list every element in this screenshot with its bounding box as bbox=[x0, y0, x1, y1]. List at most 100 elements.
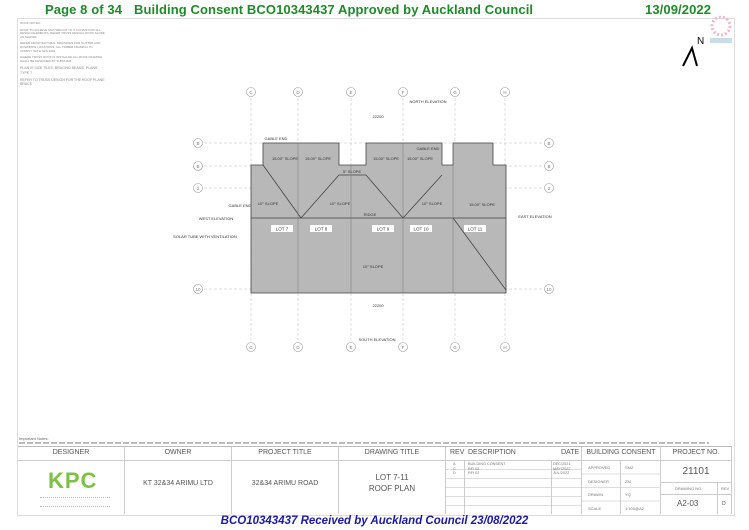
grid-bubbles bbox=[193, 87, 554, 352]
slope-label: 15.00° SLOPE bbox=[373, 156, 399, 161]
solar-tube-label: SOLAR TUBE WITH VENTILATION bbox=[173, 234, 237, 239]
drawing-no-label: DRAWING NO. bbox=[675, 486, 703, 491]
slope-label: 5° SLOPE bbox=[343, 169, 362, 174]
slope-label: 10° SLOPE bbox=[363, 264, 384, 269]
project-no-value: 21101 bbox=[682, 466, 710, 477]
title-block: DESIGNER KPC OWNER KT 32&34 ARIMU LTD PR… bbox=[18, 446, 732, 514]
project-no-cell: PROJECT NO. 21101 DRAWING NO. REV A2-03 … bbox=[661, 447, 732, 514]
north-arrow-icon: N bbox=[682, 36, 704, 67]
north-elevation-label: NORTH ELEVATION bbox=[409, 99, 446, 104]
council-logo-icon bbox=[710, 15, 732, 43]
owner-value: KT 32&34 ARIMU LTD bbox=[143, 480, 213, 487]
dimension: 22200 bbox=[372, 114, 384, 119]
grid-label: C bbox=[249, 345, 253, 350]
lot-labels: LOT 7 LOT 8 LOT 9 LOT 10 LOT 11 bbox=[271, 225, 486, 232]
slope-label: 15.00° SLOPE bbox=[469, 202, 495, 207]
lot-label: LOT 7 bbox=[276, 227, 289, 232]
notes-plan: PLAN IS SIZE TILES, BRACING BEAMS, PLANS… bbox=[20, 66, 98, 75]
drawn-label: DRAWN bbox=[588, 492, 603, 497]
rev-label: REV bbox=[721, 486, 730, 491]
designer-label: DESIGNER bbox=[588, 479, 609, 484]
consent-banner: Building Consent BCO10343437 Approved by… bbox=[134, 2, 534, 17]
slope-label: 10° SLOPE bbox=[258, 201, 279, 206]
slope-label: 15.00° SLOPE bbox=[407, 156, 433, 161]
grid-label: 2 bbox=[197, 186, 200, 191]
designer-header: DESIGNER bbox=[52, 449, 90, 456]
approval-date: 13/09/2022 bbox=[645, 2, 712, 17]
slope-label: 15.00° SLOPE bbox=[272, 156, 298, 161]
slope-label: 10° SLOPE bbox=[422, 201, 443, 206]
south-elevation-label: SOUTH ELEVATION bbox=[359, 337, 396, 342]
drawn-value: YQ bbox=[625, 492, 631, 497]
grid-label: B bbox=[547, 141, 550, 146]
lot-label: LOT 9 bbox=[377, 227, 390, 232]
gable-label: GABLE END bbox=[265, 136, 288, 141]
notes-para: REFER ARCHITECTURAL DRAWINGS FOR GUTTER … bbox=[20, 41, 101, 53]
grid-label: E bbox=[349, 90, 352, 95]
designer-cell: DESIGNER KPC bbox=[18, 447, 125, 514]
grid-label: G bbox=[453, 345, 457, 350]
received-stamp: BCO10343437 Received by Auckland Council… bbox=[220, 515, 529, 527]
grid-label: D bbox=[296, 90, 300, 95]
grid-label: F bbox=[402, 345, 405, 350]
project-title-cell: PROJECT TITLE 32&34 ARIMU ROAD bbox=[232, 447, 339, 514]
grid-label: H bbox=[503, 345, 506, 350]
lot-label: LOT 10 bbox=[414, 227, 429, 232]
north-label: N bbox=[697, 36, 704, 47]
grid-label: C bbox=[249, 90, 253, 95]
project-title-value: 32&34 ARIMU ROAD bbox=[251, 480, 319, 487]
rev-header: REV bbox=[450, 449, 465, 456]
project-title-header: PROJECT TITLE bbox=[258, 449, 312, 456]
gable-label: GABLE END bbox=[229, 203, 252, 208]
slope-label: 15.00° SLOPE bbox=[305, 156, 331, 161]
grid-label: 10 bbox=[195, 287, 201, 292]
west-elevation-label: WEST ELEVATION bbox=[199, 216, 234, 221]
grid-label: B bbox=[547, 164, 550, 169]
grid-label: D bbox=[296, 345, 300, 350]
grid-label: F bbox=[402, 90, 405, 95]
designer-value: ZM bbox=[625, 479, 631, 484]
notes-para: ROOF TO ACHIEVE MAX WEIGHT OF 0.4 KN/M2 … bbox=[20, 27, 105, 39]
dimension: 22200 bbox=[372, 303, 384, 308]
description-header: DESCRIPTION bbox=[468, 449, 516, 456]
grid-label: H bbox=[503, 90, 506, 95]
roof-plan: 15.00° SLOPE 15.00° SLOPE 5° SLOPE 15.00… bbox=[173, 87, 554, 352]
page-number: Page 8 of 34 bbox=[45, 2, 123, 17]
grid-label: B bbox=[196, 141, 199, 146]
drawing-title-line2: ROOF PLAN bbox=[368, 484, 416, 493]
grid-label: B bbox=[196, 164, 199, 169]
approved-value: SMZ bbox=[625, 465, 634, 470]
building-consent-header: BUILDING CONSENT bbox=[586, 449, 656, 456]
scale-value: 1:100@A2 bbox=[625, 506, 644, 511]
drawing-title-line1: LOT 7-11 bbox=[375, 473, 409, 482]
drawing-no-value: A2-03 bbox=[677, 499, 699, 508]
drawing-title-header: DRAWING TITLE bbox=[364, 449, 420, 456]
lot-label: LOT 11 bbox=[468, 227, 483, 232]
lot-label: LOT 8 bbox=[315, 227, 328, 232]
grid-label: 10 bbox=[546, 287, 552, 292]
project-no-header: PROJECT NO. bbox=[672, 449, 720, 456]
important-notes: Important Notes: bbox=[19, 436, 49, 441]
rev-value: D bbox=[722, 501, 726, 507]
grid-label: E bbox=[349, 345, 352, 350]
owner-header: OWNER bbox=[164, 449, 192, 456]
kpc-logo: KPC bbox=[48, 468, 98, 493]
owner-cell: OWNER KT 32&34 ARIMU LTD bbox=[125, 447, 232, 514]
drawing-title-cell: DRAWING TITLE LOT 7-11 ROOF PLAN bbox=[339, 447, 446, 514]
notes-title: ROOF NOTES: bbox=[20, 21, 41, 25]
date-header: DATE bbox=[561, 449, 580, 456]
important-notes-text bbox=[19, 442, 709, 444]
gable-label: GABLE END bbox=[417, 146, 440, 151]
approved-label: APPROVED bbox=[588, 465, 611, 470]
notes-refer: REFER TO TRUSS DESIGN FOR THE ROOF PLANE… bbox=[20, 77, 105, 86]
grid-label: 2 bbox=[548, 186, 551, 191]
ridge-label: RIDGE bbox=[364, 212, 377, 217]
designer-contact bbox=[40, 497, 110, 507]
east-elevation-label: EAST ELEVATION bbox=[518, 214, 551, 219]
